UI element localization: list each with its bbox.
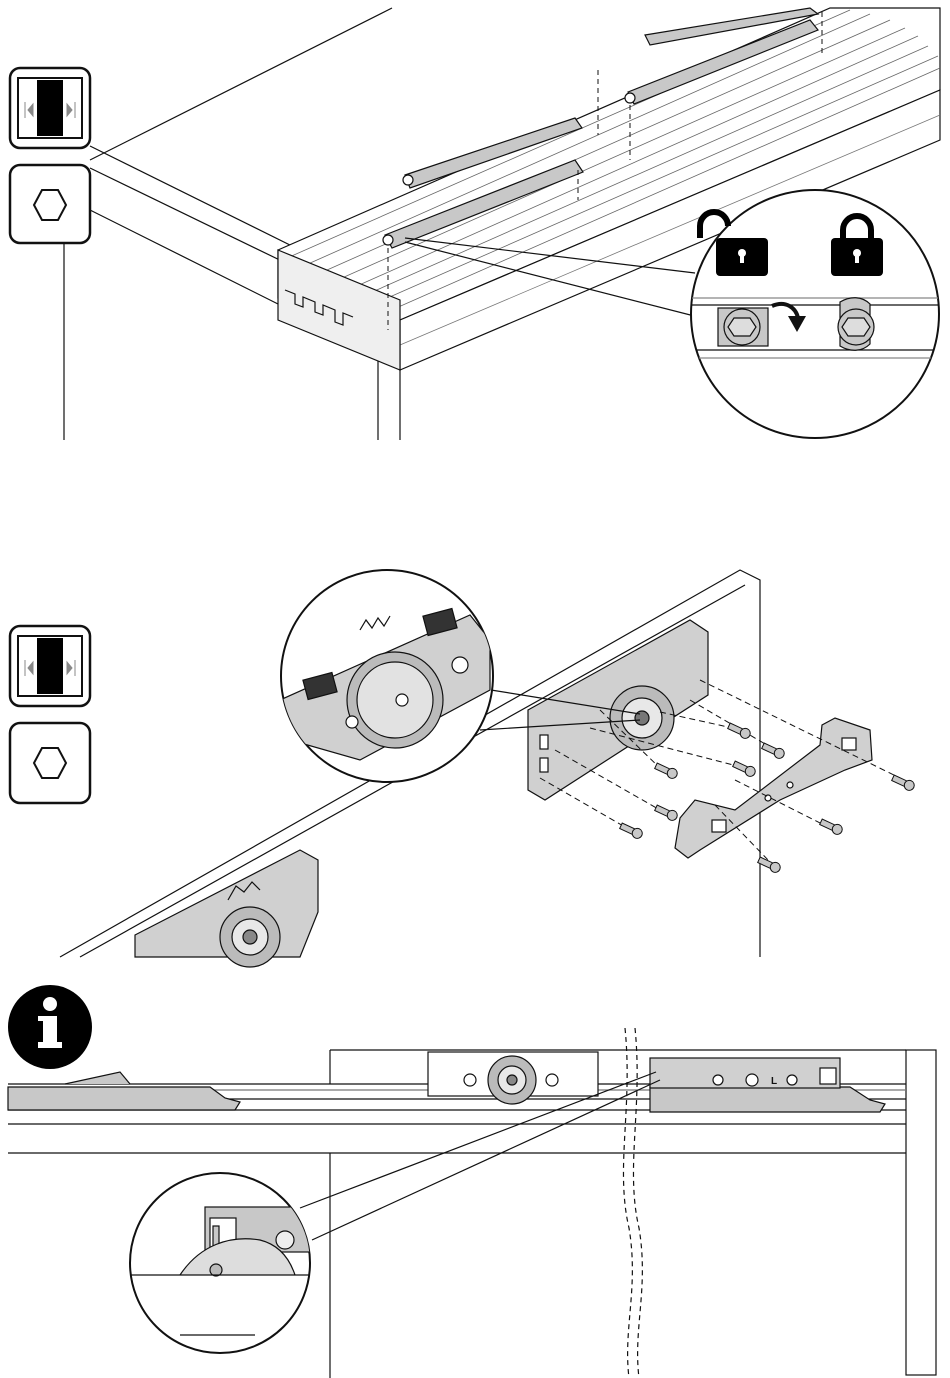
roller-detail-callout: [280, 570, 493, 782]
info-panel: [8, 1028, 936, 1378]
hex-key-icon: [10, 165, 90, 243]
sliding-door-icon: [10, 626, 90, 706]
lock-detail-callout: [690, 190, 940, 438]
stop-detail-callout: [130, 1173, 315, 1353]
roller-marking: L: [771, 1076, 777, 1087]
sliding-door-icon: [10, 68, 90, 148]
lower-roller-assembly: [135, 850, 318, 967]
info-icon: [8, 985, 92, 1069]
hex-key-icon: [10, 723, 90, 803]
mounting-bracket: [675, 718, 872, 858]
